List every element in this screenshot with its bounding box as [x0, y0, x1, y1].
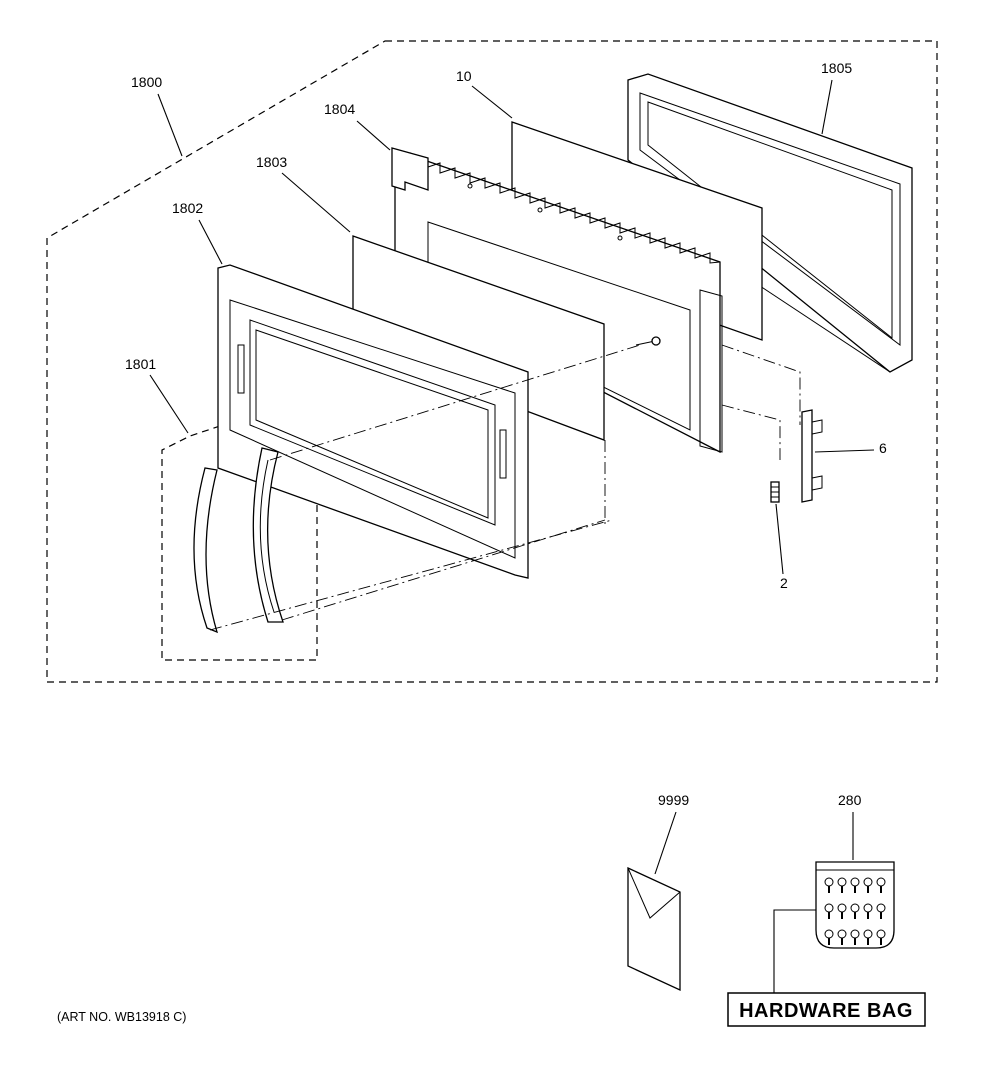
screw-icon	[850, 903, 860, 913]
screw-icon	[824, 877, 834, 887]
screw-icon	[837, 903, 847, 913]
callout-1804: 1804	[324, 101, 355, 117]
callout-6: 6	[879, 440, 887, 456]
assembly-boundary	[46, 40, 938, 683]
hardware-bag-label: HARDWARE BAG	[739, 1000, 913, 1022]
screw-icon	[837, 929, 847, 939]
screw-icon	[824, 903, 834, 913]
handle-1801	[193, 447, 284, 634]
hardware-bag-label-box	[727, 992, 926, 1027]
callout-1800: 1800	[131, 74, 162, 90]
rear-frame-1805	[627, 73, 913, 373]
screw-icon	[876, 929, 886, 939]
screw-icon	[863, 877, 873, 887]
screw	[635, 336, 661, 346]
screw-icon	[850, 877, 860, 887]
screw-icon	[837, 877, 847, 887]
callout-280: 280	[838, 792, 862, 808]
latch-6	[801, 409, 823, 503]
hardware-bag-280	[815, 861, 895, 949]
door-front-1802	[217, 264, 529, 579]
screw-icon	[850, 929, 860, 939]
callout-1805: 1805	[821, 60, 852, 76]
screw-icon	[876, 877, 886, 887]
callout-1803: 1803	[256, 154, 287, 170]
callout-2: 2	[780, 575, 788, 591]
callout-1802: 1802	[172, 200, 203, 216]
callout-9999: 9999	[658, 792, 689, 808]
leader-lines	[149, 79, 875, 993]
callout-1801: 1801	[125, 356, 156, 372]
spring-2	[770, 481, 780, 503]
screw-icon	[863, 929, 873, 939]
art-number: (ART NO. WB13918 C)	[57, 1010, 186, 1024]
screw-icon	[876, 903, 886, 913]
envelope-9999	[627, 866, 681, 992]
assembly-paths	[209, 344, 801, 631]
handle-kit-boundary	[161, 420, 318, 661]
screw-icon	[824, 929, 834, 939]
screw-icon	[863, 903, 873, 913]
callout-10: 10	[456, 68, 472, 84]
